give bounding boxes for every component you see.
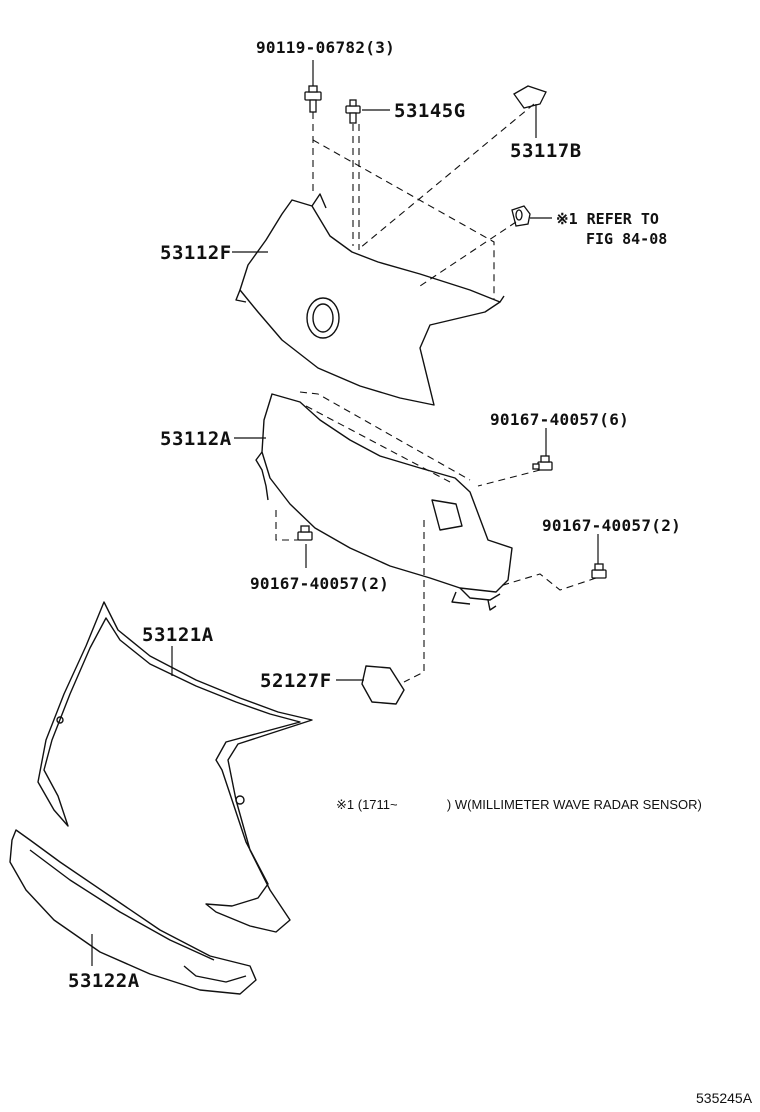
assembly-lines bbox=[275, 103, 597, 683]
clip-53145g bbox=[345, 99, 361, 124]
label-90167-40057-6[interactable]: 90167-40057(6) bbox=[490, 410, 630, 429]
label-53122a[interactable]: 53122A bbox=[68, 970, 140, 992]
footnote-marker: ※1 bbox=[336, 797, 355, 812]
label-53121a[interactable]: 53121A bbox=[142, 624, 214, 646]
label-90167-40057-2-left[interactable]: 90167-40057(2) bbox=[250, 574, 390, 593]
label-53112f[interactable]: 53112F bbox=[160, 242, 232, 264]
ref-marker: ※1 bbox=[556, 210, 578, 228]
label-53117b[interactable]: 53117B bbox=[510, 140, 582, 162]
screw-90167-2-left bbox=[297, 525, 313, 541]
footnote-range-end: ) bbox=[446, 797, 452, 812]
refer-note[interactable]: ※1 REFER TO FIG 84-08 bbox=[556, 209, 667, 249]
ref-line1: REFER TO bbox=[586, 210, 659, 228]
grille-upper-53112f bbox=[235, 193, 505, 406]
bracket-53117b bbox=[513, 85, 547, 109]
ref-line2: FIG 84-08 bbox=[586, 230, 668, 248]
label-53145g[interactable]: 53145G bbox=[394, 100, 466, 122]
label-90119-06782[interactable]: 90119-06782(3) bbox=[256, 38, 396, 57]
footnote-range-start: (1711~ bbox=[357, 797, 398, 812]
molding-53122a bbox=[9, 829, 257, 995]
screw-90167-2-right bbox=[591, 563, 607, 579]
footnote: ※1 (1711~ ) W(MILLIMETER WAVE RADAR SENS… bbox=[336, 797, 702, 813]
label-90167-40057-2-right[interactable]: 90167-40057(2) bbox=[542, 516, 682, 535]
bolt-90119 bbox=[304, 85, 322, 113]
frame-53121a bbox=[37, 601, 313, 933]
label-53112a[interactable]: 53112A bbox=[160, 428, 232, 450]
grille-lower-53112a bbox=[255, 393, 513, 611]
screw-90167-6 bbox=[532, 455, 553, 471]
cover-52127f bbox=[361, 665, 405, 705]
diagram-code: 535245A bbox=[696, 1090, 753, 1106]
leader-lines bbox=[91, 60, 599, 966]
footnote-condition: W(MILLIMETER WAVE RADAR SENSOR) bbox=[454, 797, 702, 812]
label-52127f[interactable]: 52127F bbox=[260, 670, 332, 692]
sensor-clip-ref bbox=[511, 205, 531, 227]
